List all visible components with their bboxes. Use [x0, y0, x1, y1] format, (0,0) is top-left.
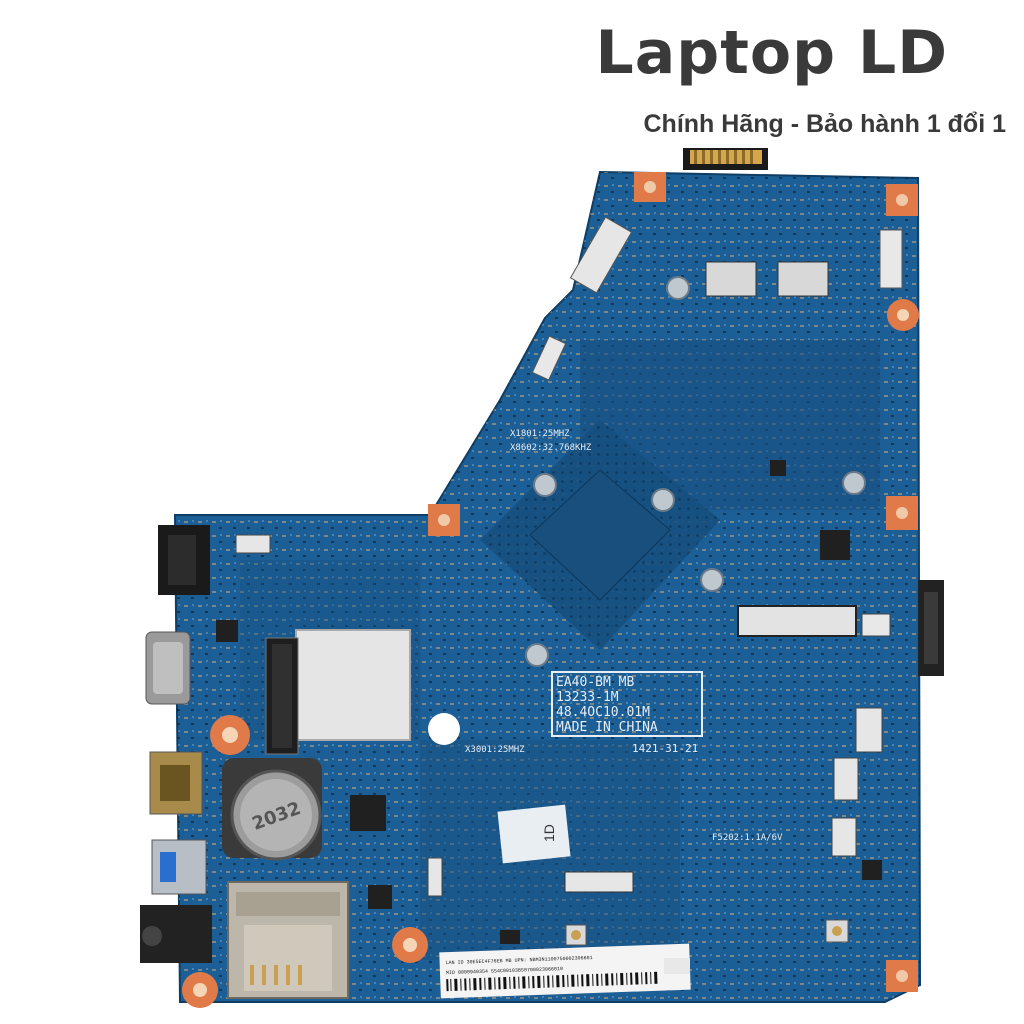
ribbon-connectors — [235, 216, 903, 897]
board-hole — [428, 713, 460, 745]
barcode-sticker: LAN ID 30E5EC4F76EB MB UPN: NBM3N1100750… — [439, 943, 691, 999]
barcode-text-2: MID 0000940354 554C00103B50700023066010 — [446, 966, 563, 976]
brand-tagline: Chính Hãng - Bảo hành 1 đổi 1 — [643, 110, 1007, 138]
barcode-text-1: LAN ID 30E5EC4F76EB MB UPN: NBM3N1100750… — [446, 955, 593, 966]
dc-connector — [683, 148, 768, 170]
crystal-label-2: X8602:32.768KHZ — [510, 443, 592, 453]
board-label-line-2: 13233-1M — [556, 690, 619, 705]
screw-holes — [525, 276, 866, 667]
sd-card-slot — [227, 881, 349, 999]
board-label-box — [551, 671, 703, 737]
left-ports — [140, 525, 212, 963]
shield-plate — [295, 629, 411, 741]
fuse-label: F5202:1.1A/6V — [712, 833, 783, 843]
rev-sticker — [497, 804, 571, 864]
board-label-line-3: 48.4OC10.01M — [556, 705, 650, 720]
brand-title: Laptop LD — [595, 18, 948, 88]
crystal-label-3: X3001:25MHZ — [465, 745, 525, 755]
crystal-label-1: X1801:25MHZ — [510, 429, 570, 439]
board-date-code: 1421-31-21 — [632, 742, 698, 755]
round-pads — [182, 299, 919, 1008]
ic-chips — [216, 460, 882, 944]
cmos-battery: 2032 — [222, 758, 322, 861]
cpu-bga-footprint — [480, 420, 720, 650]
rev-sticker-text: 1D — [541, 824, 557, 842]
board-label-line-4: MADE IN CHINA — [556, 720, 658, 735]
board-label-line-1: EA40-BM MB — [556, 675, 634, 690]
